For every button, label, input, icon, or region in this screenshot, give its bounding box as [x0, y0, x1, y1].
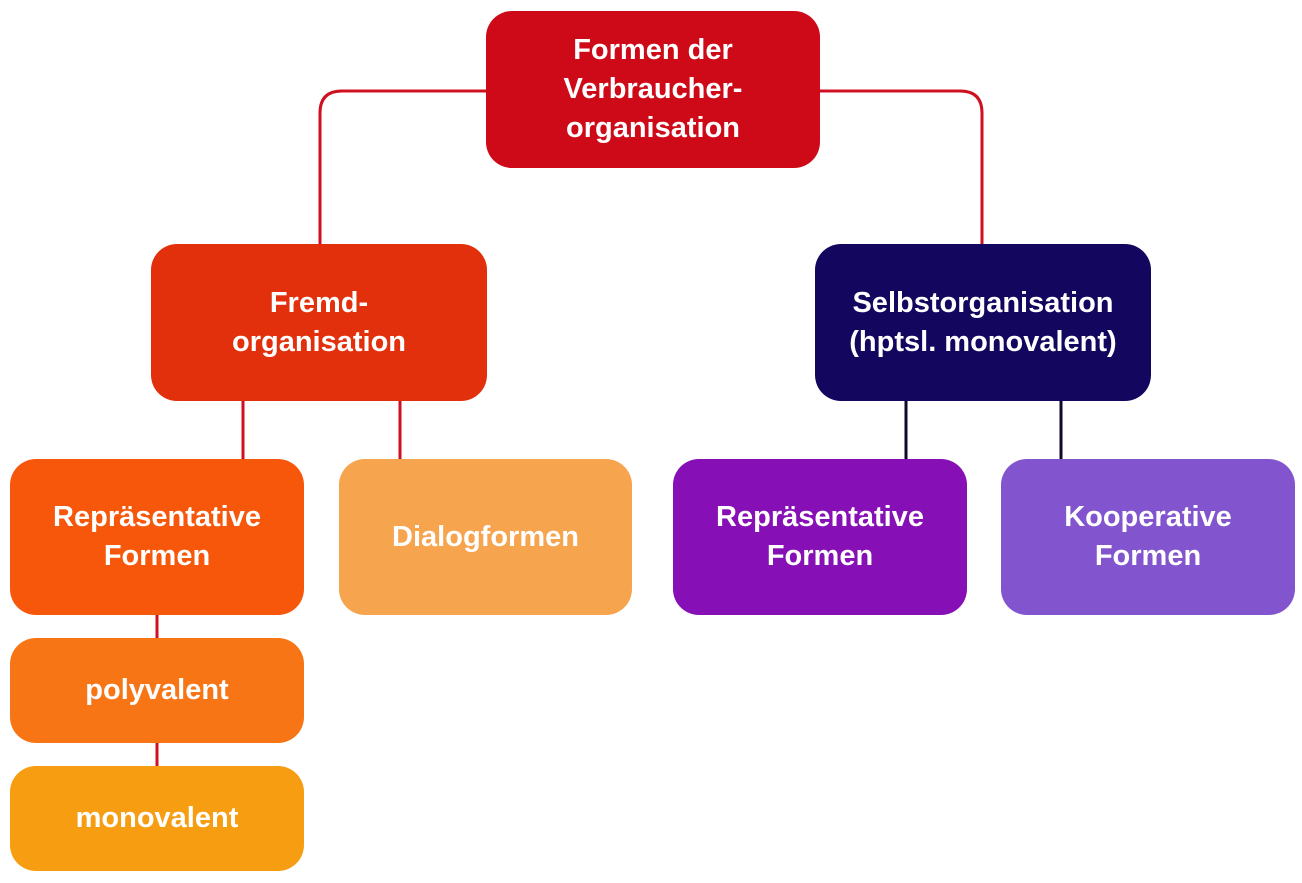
connector-root-selbst: [820, 89, 984, 244]
node-formen-der-verbraucherorganisation: Formen der Verbraucher- organisation: [486, 11, 820, 168]
connector-root-fremd: [318, 89, 486, 244]
node-kooperative-formen: Kooperative Formen: [1001, 459, 1295, 615]
node-selbstorganisation: Selbstorganisation (hptsl. monovalent): [815, 244, 1151, 401]
node-repraesentative-formen-fremd: Repräsentative Formen: [10, 459, 304, 615]
node-polyvalent: polyvalent: [10, 638, 304, 743]
node-dialogformen: Dialogformen: [339, 459, 632, 615]
node-monovalent: monovalent: [10, 766, 304, 871]
node-fremdorganisation: Fremd- organisation: [151, 244, 487, 401]
node-repraesentative-formen-selbst: Repräsentative Formen: [673, 459, 967, 615]
